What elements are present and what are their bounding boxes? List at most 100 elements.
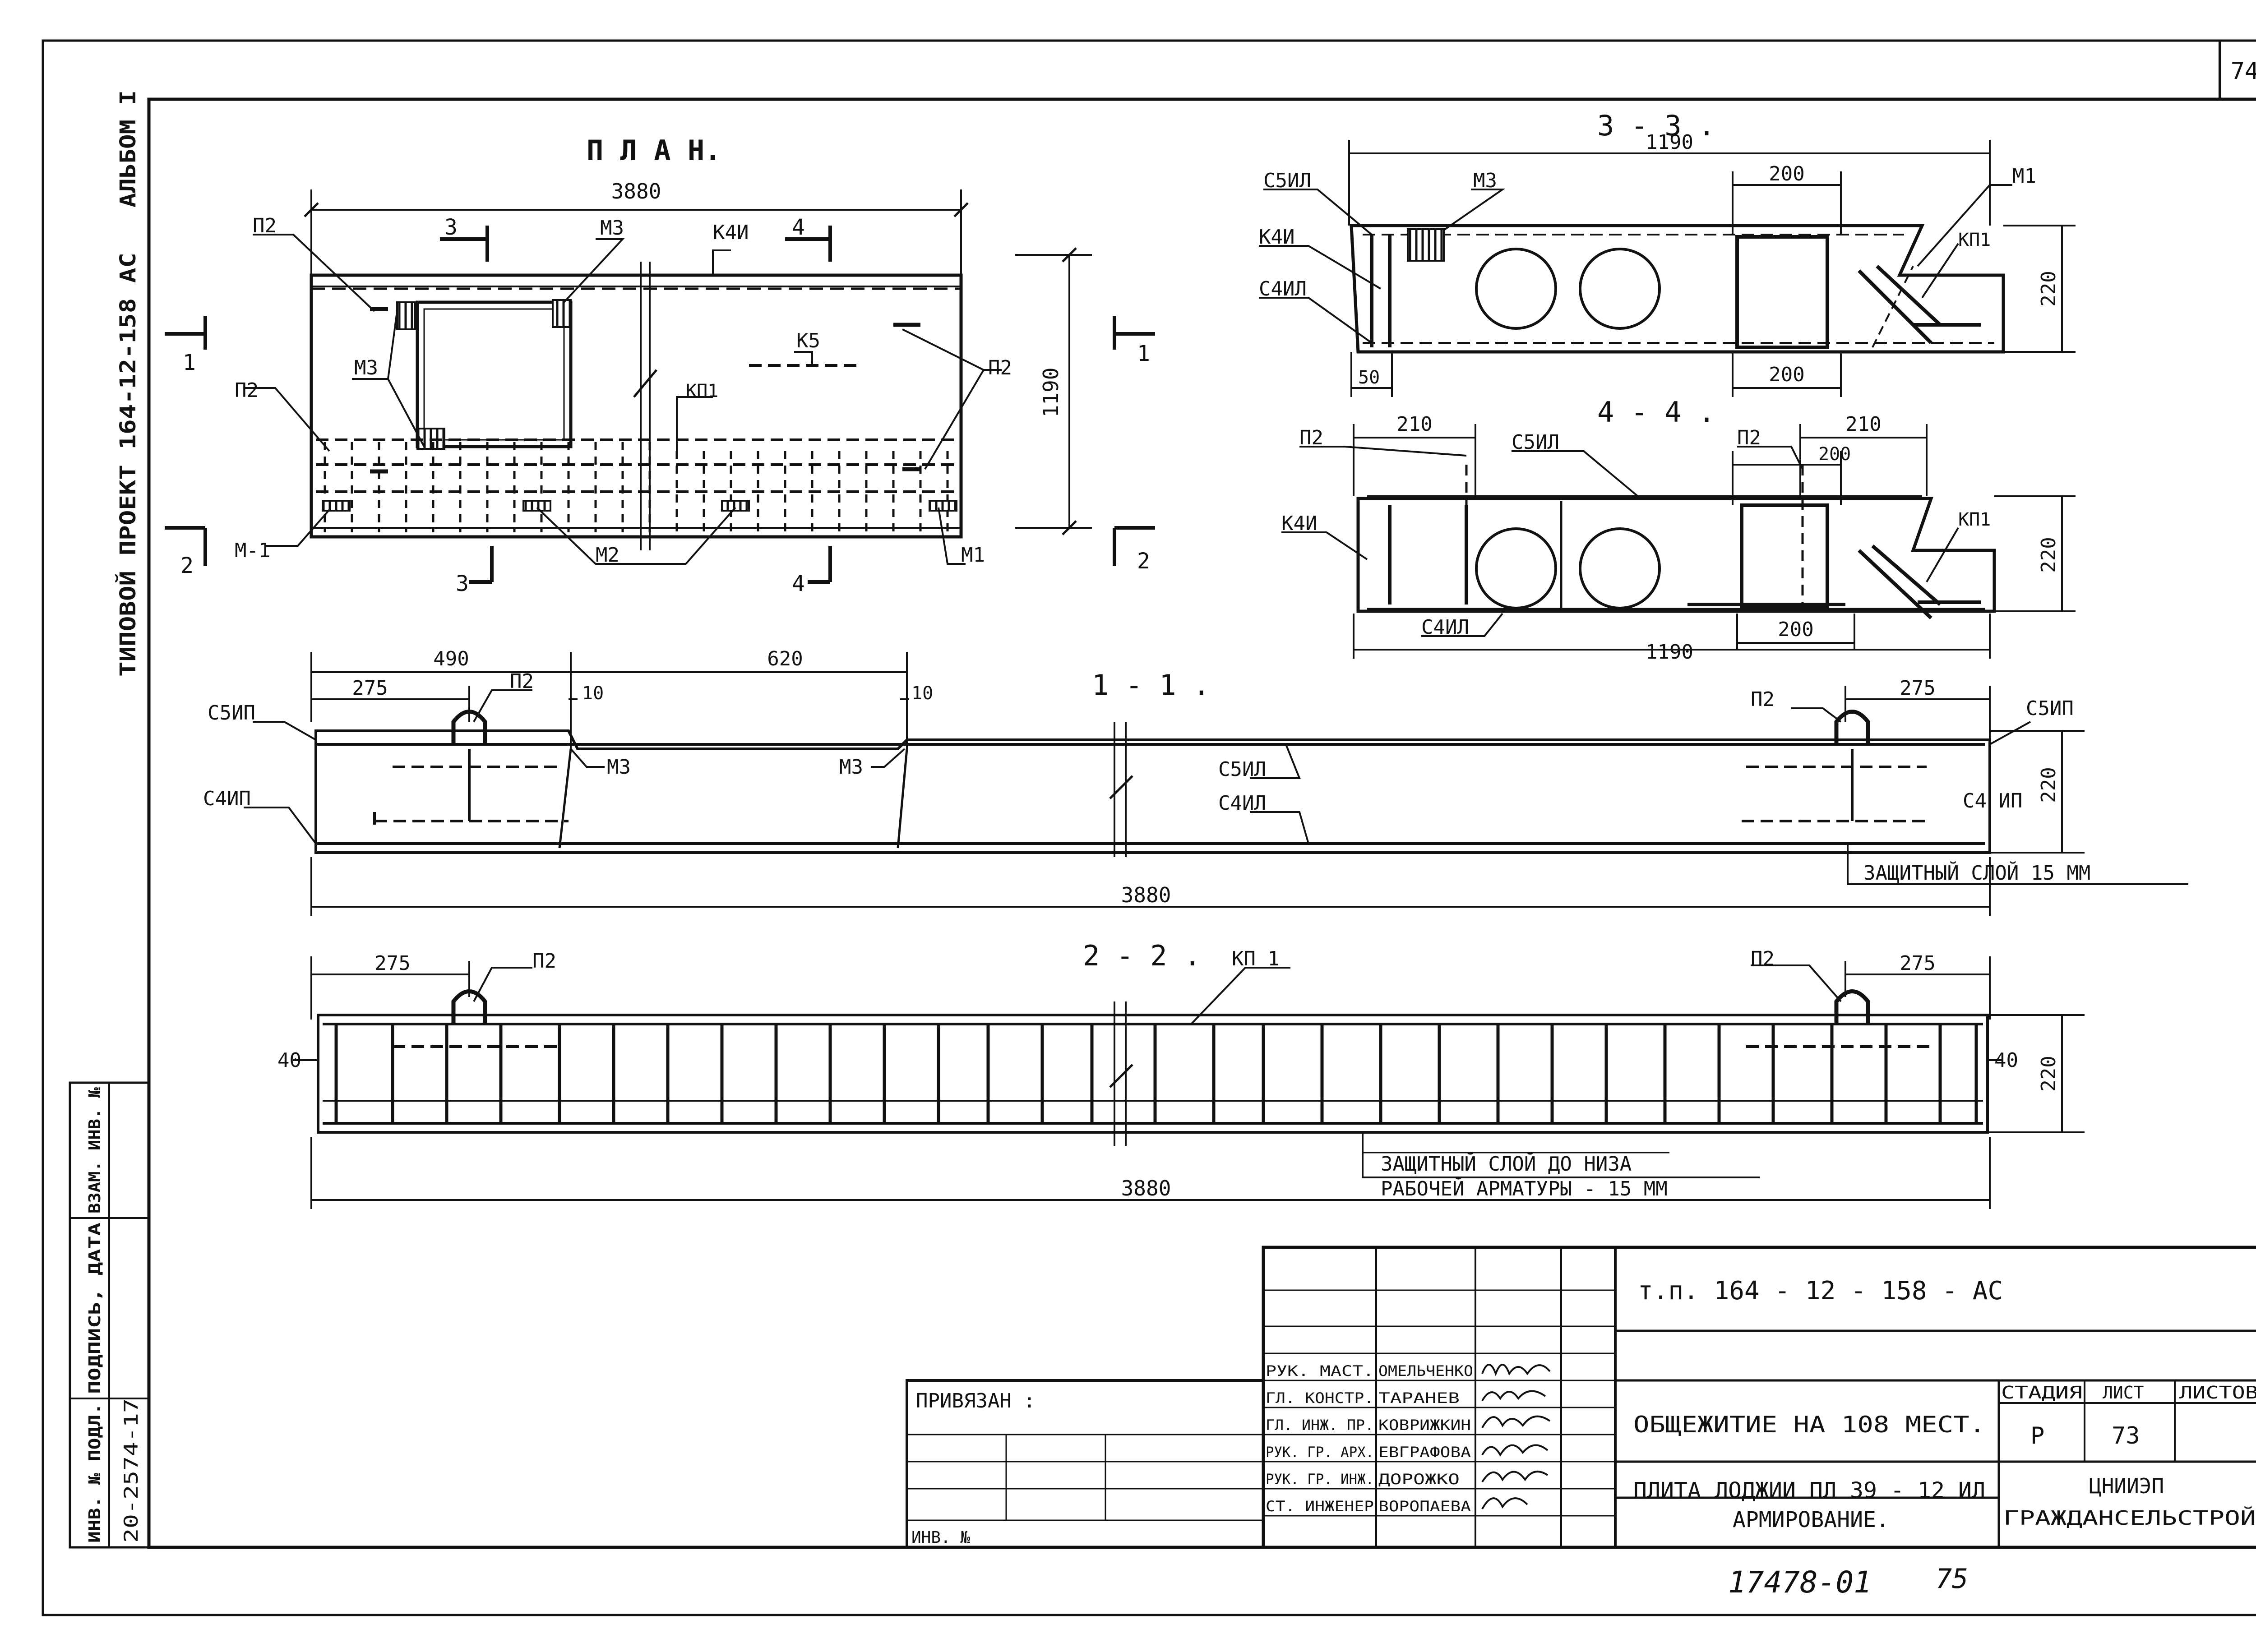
title-block-sheet-no: 73: [2112, 1422, 2140, 1449]
plan-label-m1: М1: [961, 544, 985, 567]
section11-label-m3-mid: М3: [839, 756, 863, 779]
plan-cut-3-top: 3: [444, 215, 458, 240]
section33-dim-50: 50: [1358, 367, 1380, 388]
section33-label-kp1: КП1: [1958, 230, 1991, 250]
plan-cut-1-right: 1: [1137, 341, 1150, 366]
plan-cut-4-bottom: 4: [792, 571, 805, 596]
footer-number: 17478-01: [1728, 1565, 1872, 1600]
section-4-4: 4 - 4 . 210 210 200 1190 200 220: [1281, 396, 2076, 664]
signatures: [1481, 1364, 1551, 1509]
section33-label-c5il: С5ИЛ: [1263, 169, 1311, 192]
section22-dim-275-left: 275: [374, 952, 410, 975]
section22-note-line2: РАБОЧЕЙ АРМАТУРЫ - 15 ММ: [1381, 1177, 1668, 1200]
title-block-drawing-line1: ПЛИТА ЛОДЖИИ ПЛ 39 - 12 ИЛ: [1633, 1478, 1985, 1503]
section22-label-kp1: КП 1: [1232, 947, 1280, 970]
section44-dim-220: 220: [2037, 537, 2060, 572]
title-block-stage: Р: [2030, 1422, 2044, 1449]
plan-label-m3-left: М3: [354, 356, 378, 379]
section22-dim-3880: 3880: [1121, 1176, 1171, 1200]
section33-dim-220: 220: [2037, 271, 2060, 306]
side-stamp-inv-value: 20-2574-17: [120, 1398, 142, 1543]
plan-dim-length: 3880: [611, 179, 661, 203]
title-block-org-line2: ГРАЖДАНСЕЛЬСТРОЙ: [2003, 1506, 2256, 1530]
title-block-code: т.п. 164 - 12 - 158 - АС: [1638, 1276, 2003, 1306]
section33-dim-200-bot: 200: [1769, 363, 1804, 386]
section44-title: 4 - 4 .: [1597, 396, 1715, 429]
title-block-org-line1: ЦНИИЭП: [2089, 1474, 2164, 1498]
title-block-sheet-label: ЛИСТ: [2103, 1383, 2144, 1403]
title-block-name-2: ТАРАНЕВ: [1378, 1389, 1460, 1407]
plan-label-m-1: М-1: [235, 539, 270, 562]
title-block-sheets-label: ЛИСТОВ: [2179, 1383, 2256, 1403]
title-block-name-3: КОВРИЖКИН: [1378, 1417, 1471, 1434]
section44-label-c4il: С4ИЛ: [1421, 616, 1469, 639]
section33-label-c4il: С4ИЛ: [1259, 277, 1307, 300]
plan-label-p2-mid: П2: [235, 379, 259, 402]
section11-dim-620: 620: [767, 647, 803, 670]
section22-dim-275-right: 275: [1900, 952, 1935, 975]
plan-label-kp1: КП1: [686, 381, 718, 401]
title-block-role-2: ГЛ. КОНСТР.: [1266, 1389, 1374, 1407]
section22-title: 2 - 2 .: [1083, 939, 1201, 972]
section11-label-c4ip-right: С4 ИП: [1963, 789, 2022, 812]
section22-label-p2-right: П2: [1751, 947, 1775, 970]
section44-label-k4i: К4И: [1281, 512, 1317, 535]
plan-title: П Л А Н.: [587, 134, 721, 167]
section11-dim-10-left: 10: [582, 683, 604, 704]
section11-dim-220: 220: [2037, 767, 2060, 803]
section11-label-c5ip-right: С5ИП: [2026, 697, 2074, 720]
title-block-name-6: ВОРОПАЕВА: [1378, 1498, 1471, 1515]
section44-dim-200-top: 200: [1818, 444, 1851, 465]
side-stamp-inv-label: ИНВ. № ПОДЛ.: [86, 1403, 104, 1543]
title-block-role-6: СТ. ИНЖЕНЕР: [1266, 1498, 1374, 1515]
side-stamp-replace-label: ВЗАМ. ИНВ. №: [86, 1087, 104, 1214]
plan-cut-4-top: 4: [792, 215, 805, 240]
title-block-bound: ПРИВЯЗАН :: [916, 1389, 1036, 1412]
section-2-2: 2 - 2 . 275 275 3880 40 40 220: [277, 939, 2085, 1209]
section11-label-c5il: С5ИЛ: [1218, 758, 1266, 781]
plan-label-m2: М2: [596, 544, 619, 567]
section-3-3: 3 - 3 . 1190 200 50 200 220: [1259, 109, 2076, 397]
section11-label-p2-left: П2: [510, 670, 534, 693]
plan-label-k5: К5: [796, 329, 820, 352]
section11-dim-3880: 3880: [1121, 883, 1171, 907]
plan-dim-width: 1190: [1039, 368, 1063, 418]
section22-dim-40-left: 40: [277, 1049, 301, 1072]
section22-dim-40-right: 40: [1994, 1049, 2018, 1072]
side-stamp-sign-label: ПОДПИСЬ, ДАТА: [86, 1223, 104, 1394]
section44-label-p2-right: П2: [1737, 426, 1761, 449]
side-stamp: [69, 1081, 150, 1549]
title-block-role-1: РУК. МАСТ.: [1266, 1362, 1374, 1380]
section33-label-k4i: К4И: [1259, 226, 1294, 249]
section11-label-c4il: С4ИЛ: [1218, 792, 1266, 815]
plan-label-k4i: К4И: [713, 221, 749, 244]
plan-cut-2-left: 2: [180, 553, 194, 578]
section11-label-c5ip-left: С5ИП: [208, 701, 255, 724]
section33-dim-200-top: 200: [1769, 162, 1804, 185]
section33-dim-1190: 1190: [1646, 131, 1693, 154]
section11-label-m3-left: М3: [607, 756, 631, 779]
title-block-inv: ИНВ. №: [911, 1528, 970, 1547]
title-block-stage-label: СТАДИЯ: [2001, 1383, 2082, 1403]
section11-cover-note: ЗАЩИТНЫЙ СЛОЙ 15 ММ: [1863, 861, 2090, 885]
title-block-role-5: РУК. ГР. ИНЖ.: [1266, 1471, 1374, 1488]
title-block-name-5: ДОРОЖКО: [1378, 1471, 1460, 1488]
side-album-label: АЛЬБОМ I: [116, 90, 141, 208]
plan-view: П Л А Н. 3880: [165, 134, 1155, 584]
plan-cut-1-left: 1: [183, 350, 196, 375]
section44-dim-200-bot: 200: [1778, 618, 1813, 641]
title-block-role-3: ГЛ. ИНЖ. ПР.: [1266, 1417, 1374, 1434]
section33-label-m1: М1: [2012, 165, 2036, 188]
side-project-title: ТИПОВОЙ ПРОЕКТ 164-12-158 АС: [115, 253, 141, 677]
section44-dim-1190: 1190: [1646, 641, 1693, 664]
section11-dim-275-left: 275: [352, 677, 388, 700]
section33-title: 3 - 3 .: [1597, 109, 1715, 142]
plan-label-m3-top: М3: [600, 217, 624, 240]
title-block-drawing-line2: АРМИРОВАНИЕ.: [1733, 1507, 1889, 1532]
section44-label-c5il: С5ИЛ: [1512, 431, 1559, 454]
page-number: 74: [2231, 58, 2256, 85]
section44-label-p2-left: П2: [1299, 426, 1323, 449]
section22-label-p2-left: П2: [532, 950, 556, 973]
footer-page: 75: [1936, 1563, 1968, 1595]
plan-cut-3-bottom: 3: [456, 571, 469, 596]
